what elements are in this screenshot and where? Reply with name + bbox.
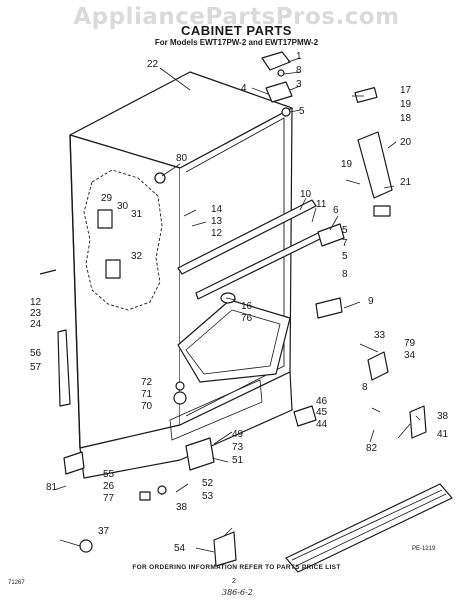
callout-31: 31: [131, 209, 143, 220]
roller-bracket: [185, 437, 215, 471]
callout-8-b: 8: [342, 269, 348, 280]
callout-54: 54: [174, 543, 186, 554]
callout-37: 37: [98, 526, 110, 537]
insulation-zone: [83, 169, 163, 311]
left-panel: [57, 329, 71, 407]
callout-8: 8: [296, 65, 302, 76]
watermark: AppliancePartsPros.com: [73, 4, 400, 30]
callout-55: 55: [103, 469, 115, 480]
callout-9: 9: [368, 296, 374, 307]
callout-82: 82: [366, 443, 378, 454]
ordering-footer: FOR ORDERING INFORMATION REFER TO PARTS …: [132, 564, 341, 571]
callout-56: 56: [30, 348, 42, 359]
callout-46: 46: [316, 396, 328, 407]
callout-11: 11: [316, 199, 327, 210]
callout-26: 26: [103, 481, 115, 492]
callout-19: 19: [400, 99, 412, 110]
callout-80: 80: [176, 153, 188, 164]
mid-bracket: [317, 223, 345, 247]
callout-24: 24: [30, 319, 42, 330]
callout-53: 53: [202, 491, 214, 502]
drawing-code: PE-1219: [412, 546, 436, 552]
lower-bracket: [213, 531, 237, 567]
callout-16: 16: [241, 301, 253, 312]
callout-6: 6: [333, 205, 339, 216]
callout-77: 77: [103, 493, 115, 504]
callout-13: 13: [211, 216, 223, 227]
callout-12: 12: [211, 228, 223, 239]
callout-33: 33: [374, 330, 386, 341]
handwritten-note: 386-6-2: [222, 588, 253, 597]
callout-1: 1: [296, 51, 302, 62]
callout-73: 73: [232, 442, 244, 453]
callout-30: 30: [117, 201, 129, 212]
shelf-rail: [177, 199, 317, 275]
top-hinge: [261, 51, 291, 71]
callout-71: 71: [141, 389, 153, 400]
callout-14: 14: [211, 204, 223, 215]
callout-34: 34: [404, 350, 416, 361]
inner-tray: [177, 299, 291, 383]
callout-38: 38: [437, 411, 449, 422]
callout-41: 41: [437, 429, 449, 440]
callout-4: 4: [241, 83, 247, 94]
callout-57: 57: [30, 362, 42, 373]
callout-20: 20: [400, 137, 412, 148]
callout-12-b: 12: [30, 297, 42, 308]
callout-44: 44: [316, 419, 328, 430]
callout-38-b: 38: [176, 502, 188, 513]
callout-29: 29: [101, 193, 113, 204]
document-code: 71267: [8, 580, 25, 586]
callout-51: 51: [232, 455, 244, 466]
callout-8-c: 8: [362, 382, 368, 393]
door-hinge: [357, 131, 393, 199]
callout-21: 21: [400, 177, 412, 188]
diagram-title: CABINET PARTS: [181, 23, 292, 38]
callout-19-b: 19: [341, 159, 353, 170]
diagram-subtitle: For Models EWT17PW-2 and EWT17PMW-2: [154, 38, 319, 47]
callout-23: 23: [30, 308, 42, 319]
callout-76: 76: [241, 313, 253, 324]
callout-5: 5: [299, 106, 305, 117]
callout-52: 52: [202, 478, 214, 489]
page-number: 2: [232, 578, 236, 585]
callout-18: 18: [400, 113, 412, 124]
callout-7: 7: [342, 238, 348, 249]
callout-5-c: 5: [342, 251, 348, 262]
callout-72: 72: [141, 377, 153, 388]
callout-81: 81: [46, 482, 58, 493]
callout-3: 3: [296, 79, 302, 90]
callout-49: 49: [232, 429, 244, 440]
cabinet-base: [79, 371, 293, 479]
callout-5-b: 5: [342, 225, 348, 236]
callout-45: 45: [316, 407, 328, 418]
callout-17: 17: [400, 85, 412, 96]
callout-32: 32: [131, 251, 143, 262]
callout-22: 22: [147, 59, 159, 70]
callout-79: 79: [404, 338, 416, 349]
callout-10: 10: [300, 189, 312, 200]
toe-grille: [285, 483, 453, 573]
callout-70: 70: [141, 401, 153, 412]
